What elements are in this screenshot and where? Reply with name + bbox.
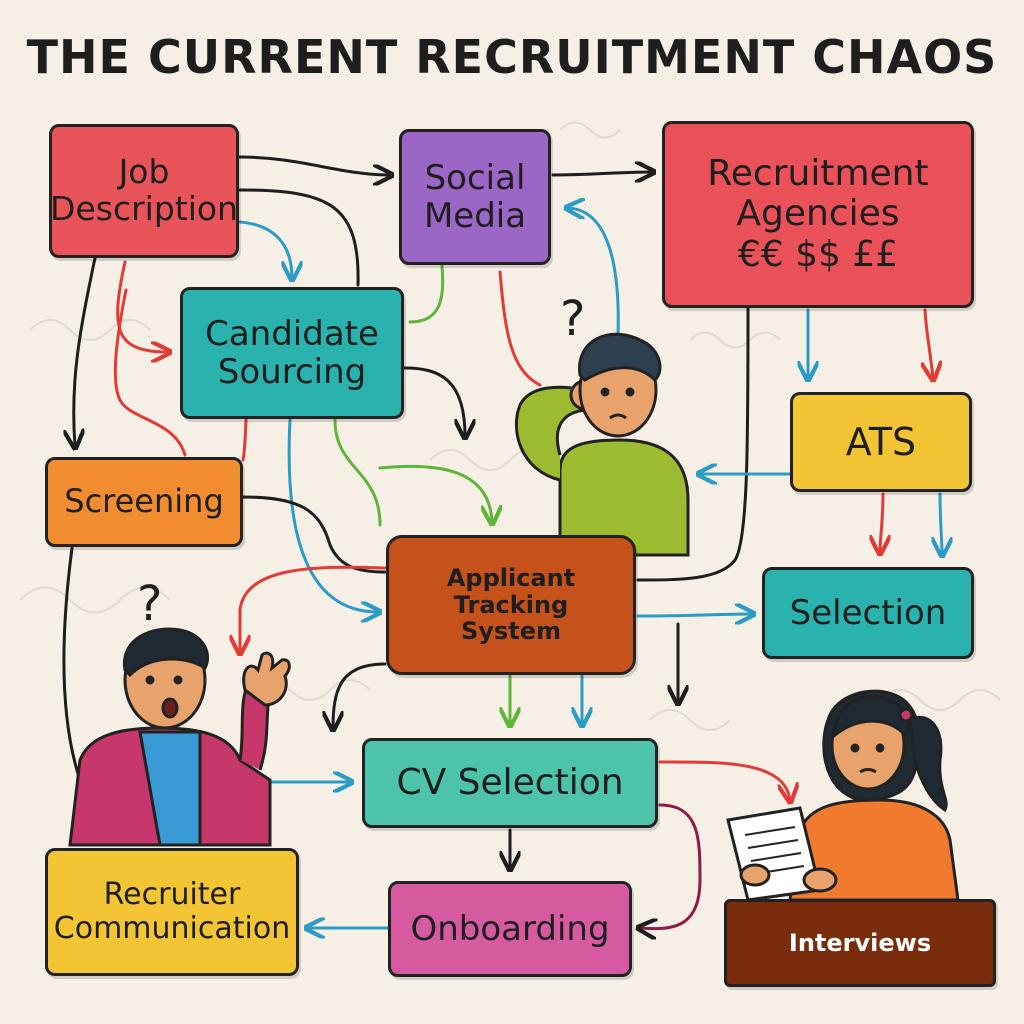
node-applicant-tracking-system: Applicant Tracking System: [386, 535, 636, 675]
arrow-green-to-applicant: [378, 464, 492, 522]
arrow-applicant-black-left: [333, 662, 387, 728]
node-screening: Screening: [45, 457, 243, 547]
worried-woman-with-paper-figure: [726, 689, 960, 902]
question-mark-icon: ?: [560, 291, 585, 347]
arrow-agencies-to-applicant: [636, 306, 750, 582]
connector-arrows: [62, 155, 942, 929]
node-onboarding: Onboarding: [388, 881, 632, 977]
arrow-screening-to-applicant: [241, 495, 387, 574]
node-label: Communication: [53, 911, 291, 946]
node-label: Screening: [64, 482, 224, 521]
node-label: Applicant: [446, 563, 576, 592]
arrow-job-loop-black: [238, 188, 360, 287]
shocked-recruiter-figure: ?: [68, 576, 291, 847]
node-interviews: Interviews: [724, 899, 996, 987]
node-label: Recruitment: [707, 153, 929, 195]
arrow-sourcing-blue-to-applicant: [287, 418, 378, 612]
arrow-person-to-social-blue: [568, 208, 620, 337]
arrow-red-screening-loop: [113, 288, 187, 457]
arrow-ats-red-to-selection: [880, 492, 883, 552]
arrow-social-green: [408, 264, 445, 324]
arrow-screening-down-to-recruiter: [62, 546, 82, 782]
node-label: Job: [118, 152, 170, 192]
arrow-red-to-sourcing: [116, 260, 168, 352]
arrow-ats-blue-to-selection: [940, 492, 942, 554]
node-label: CV Selection: [396, 761, 624, 803]
node-label: Sourcing: [217, 352, 367, 392]
node-label: Media: [423, 196, 527, 236]
node-ats: ATS: [790, 392, 972, 492]
arrow-applicant-red-left: [240, 565, 387, 652]
node-candidate-sourcing: Candidate Sourcing: [180, 287, 404, 419]
node-label: Description: [50, 189, 238, 228]
question-mark-icon: ?: [137, 576, 162, 632]
node-label: Recruiter: [103, 877, 241, 913]
node-social-media: Social Media: [399, 129, 551, 265]
node-label: Social: [424, 157, 526, 198]
node-label: Candidate: [205, 313, 379, 354]
node-selection: Selection: [762, 567, 974, 659]
arrow-red-social-to-person: [498, 270, 542, 387]
arrow-sourcing-to-down: [403, 366, 465, 436]
arrow-applicant-to-selection: [636, 614, 752, 616]
arrow-cv-to-interviews-red: [658, 760, 790, 800]
diagram-title: THE CURRENT RECRUITMENT CHAOS: [26, 30, 998, 84]
node-label: Onboarding: [410, 908, 610, 949]
node-label: Selection: [789, 592, 947, 633]
node-recruiter-communication: Recruiter Communication: [45, 848, 299, 976]
arrow-red-sourcing-down: [241, 418, 248, 462]
node-label: System: [461, 617, 561, 646]
confused-man-figure: ?: [514, 291, 690, 557]
arrow-agencies-red-down: [925, 308, 933, 378]
node-label: Agencies: [736, 193, 900, 235]
node-label: ATS: [845, 419, 917, 464]
arrow-cv-loop-maroon: [640, 803, 702, 929]
arrow-sourcing-green-to-ats: [333, 418, 382, 527]
node-label: Interviews: [788, 928, 932, 957]
arrow-job-to-sourcing: [238, 220, 292, 278]
currency-symbols: €€ $$ ££: [737, 233, 899, 275]
node-job-description: Job Description: [49, 124, 239, 258]
arrow-job-to-social: [238, 155, 390, 175]
node-recruitment-agencies: Recruitment Agencies €€ $$ ££: [662, 121, 974, 308]
arrow-job-to-screening: [74, 256, 97, 446]
node-cv-selection: CV Selection: [362, 738, 658, 828]
arrow-social-to-agencies: [551, 172, 652, 175]
node-label: Tracking: [453, 590, 569, 619]
